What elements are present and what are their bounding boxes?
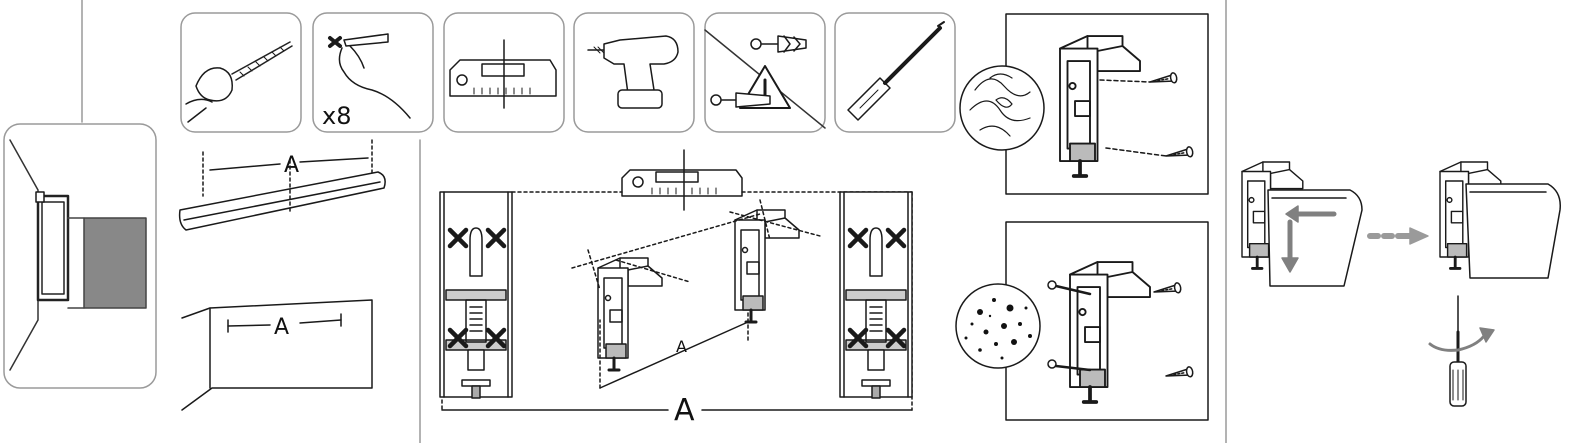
quantity-label: x8 <box>322 102 351 130</box>
side-bracket-left <box>596 256 664 372</box>
dimension-label-wall: A <box>274 315 289 340</box>
concrete-texture-icon <box>955 283 1041 369</box>
wood-mount-panel <box>959 13 1209 195</box>
dimension-label-bottom: A <box>674 393 695 428</box>
tool-screwdriver <box>834 12 956 133</box>
room-overview-panel <box>3 123 157 389</box>
rail-measure-diagram: A <box>178 139 386 231</box>
front-bracket-left <box>439 191 513 399</box>
tool-wall-plug-warning <box>704 12 826 133</box>
step-arrow <box>1367 227 1429 245</box>
cassette-attach-step-1 <box>1240 160 1363 287</box>
side-bracket-right <box>733 208 801 324</box>
tool-power-drill <box>573 12 695 133</box>
center-bracket-layout: A A <box>439 149 913 428</box>
wood-texture-icon <box>959 65 1045 151</box>
tool-pencil-marking: x8 <box>312 12 434 133</box>
front-bracket-right <box>839 191 913 399</box>
screwdriver-icon <box>1449 330 1467 407</box>
cassette-attach-step-2 <box>1428 160 1561 407</box>
dimension-label-diagonal: A <box>676 337 687 356</box>
dimension-label-top: A <box>284 153 299 178</box>
tool-measuring-tape <box>180 12 302 133</box>
concrete-mount-panel <box>955 221 1209 421</box>
wall-measure-diagram: A <box>181 299 373 411</box>
tool-spirit-level <box>443 12 565 133</box>
